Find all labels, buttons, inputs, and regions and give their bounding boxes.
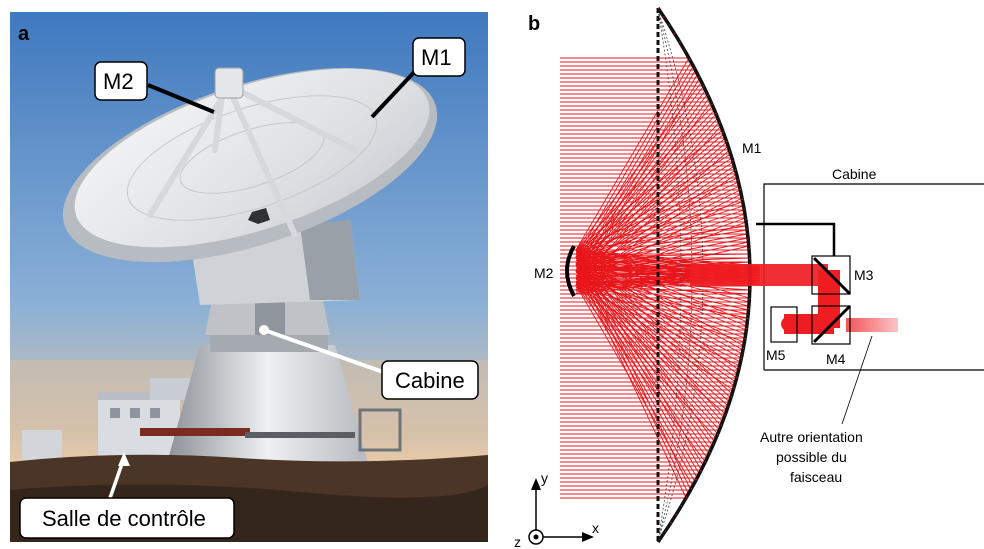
reflected-ray (575, 249, 704, 467)
panel-b: b M1 (514, 7, 984, 549)
note-line-1: Autre orientation (760, 429, 863, 445)
callout-cabine-text: Cabine (395, 368, 465, 393)
reflected-ray (575, 89, 706, 265)
callout-cabine-arrow (263, 328, 384, 374)
panel-b-letter: b (528, 13, 540, 35)
note-line-3: faisceau (790, 469, 842, 485)
reflected-ray (575, 161, 734, 265)
alternate-beam (846, 318, 898, 332)
mirror-m4-box (811, 305, 851, 345)
construction-arc-1 (657, 9, 704, 541)
secondary-mirror-m2 (565, 245, 576, 297)
mirror-m3-box (811, 255, 851, 295)
reflected-ray (575, 249, 750, 299)
axis-y-label: y (541, 470, 548, 486)
reflected-ray (575, 284, 734, 391)
reflected-ray (575, 263, 687, 499)
relay-beam-horizontal (690, 264, 828, 286)
focused-ray (575, 249, 761, 267)
reflected-ray (575, 263, 700, 475)
callout-m2-text: M2 (103, 69, 134, 94)
callout-m1-arrow (370, 66, 420, 119)
mirror-m4 (812, 304, 852, 344)
cabin-path-line (756, 222, 836, 256)
reflected-ray (575, 97, 710, 279)
note-pointer (841, 335, 873, 425)
callout-salle-text: Salle de contrôle (42, 506, 206, 531)
reflected-ray (575, 113, 717, 265)
reflected-ray (575, 277, 735, 387)
panel-a-letter: a (18, 23, 30, 45)
cabin-outline (763, 183, 984, 371)
telescope-tower (165, 285, 370, 470)
subreflector-m2 (214, 67, 244, 99)
callout-m1-box (412, 37, 466, 77)
reflected-ray (575, 256, 689, 495)
mirror-m3 (812, 256, 852, 296)
relay-beam-vertical (818, 270, 840, 328)
note-line-2: possible du (776, 449, 847, 465)
reflected-ray (575, 263, 730, 403)
label-m3: M3 (854, 267, 874, 283)
dish-face (74, 68, 430, 248)
mirror-m5-box (770, 306, 798, 343)
dish-center-hole (248, 208, 270, 224)
reflected-ray (575, 253, 750, 258)
reflected-ray (575, 256, 732, 399)
label-m4: M4 (826, 351, 846, 367)
axis-z-label: z (514, 534, 521, 549)
label-m2: M2 (534, 265, 554, 281)
callout-m2-arrow (147, 83, 215, 114)
platform-structures (140, 408, 402, 452)
reflected-ray (575, 284, 694, 487)
reflected-ray (575, 277, 746, 339)
axis-x-label: x (592, 520, 599, 536)
panel-a: a M2 M1 Cabine Salle de contrôle (10, 12, 488, 542)
axes-indicator: y x z (514, 470, 599, 549)
reflected-ray (575, 284, 745, 343)
quadripod-legs (147, 87, 358, 238)
label-m1: M1 (742, 140, 762, 156)
callout-salle-box (19, 497, 235, 539)
callout-cabine-box (381, 360, 479, 400)
reflected-ray (575, 270, 698, 479)
label-m5: M5 (766, 347, 786, 363)
control-building (22, 378, 190, 462)
callout-m1-text: M1 (421, 45, 452, 70)
reflected-ray (575, 256, 702, 471)
reflected-ray (575, 249, 739, 371)
callout-m2-box (94, 61, 148, 101)
reflected-ray (575, 277, 696, 483)
reflected-ray (575, 256, 747, 327)
label-cabine: Cabine (832, 166, 877, 182)
